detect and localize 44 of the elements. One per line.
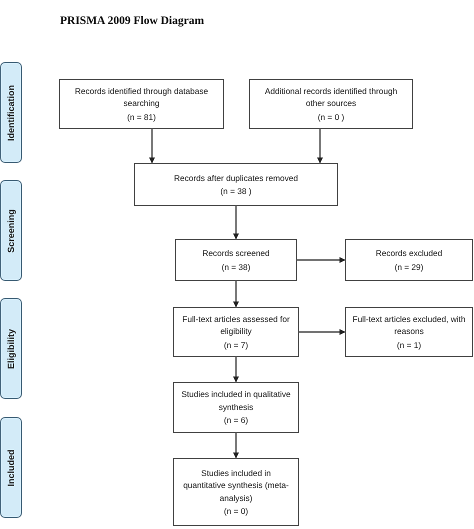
process-box	[173, 307, 299, 357]
box-text: Records after duplicates removed	[174, 172, 298, 184]
arrow	[149, 129, 155, 164]
phase-band	[0, 417, 22, 518]
box-text: Full-text articles excluded, with reasons	[352, 312, 466, 338]
process-box	[175, 239, 297, 281]
diagram-title: PRISMA 2009 Flow Diagram	[60, 15, 204, 27]
process-box	[59, 79, 224, 129]
phase-band	[0, 298, 22, 399]
count-text: (n = 38)	[222, 260, 250, 273]
count-text: (n = 7)	[224, 338, 248, 352]
phase-label: Identification	[6, 84, 16, 140]
box-text: Records excluded	[376, 247, 442, 260]
count-text: (n = 81)	[127, 110, 156, 124]
phase-label: Screening	[6, 208, 16, 252]
box-text: Records screened	[202, 247, 270, 260]
arrow	[233, 433, 239, 458]
box-text: Studies included in qualitative synthesis	[180, 388, 292, 414]
process-box	[345, 239, 473, 281]
box-text: Additional records identified through other sources	[264, 84, 398, 110]
process-box	[345, 307, 473, 357]
process-box	[249, 79, 413, 129]
count-text: (n = 6)	[224, 414, 248, 427]
phase-label: Included	[6, 449, 16, 486]
count-text: (n = 0 )	[318, 110, 344, 124]
process-box	[134, 163, 338, 206]
box-text: Full-text articles assessed for eligibility	[181, 312, 291, 338]
arrow	[297, 257, 346, 263]
box-text: Studies included in quantitative synthesis (meta-analysis)	[182, 466, 290, 504]
count-text: (n = 29)	[394, 260, 424, 273]
arrow	[233, 281, 239, 308]
process-box	[173, 458, 299, 526]
count-text: (n = 0)	[224, 505, 248, 518]
phase-label: Eligibility	[6, 328, 16, 368]
count-text: (n = 1)	[396, 338, 422, 352]
process-box	[173, 382, 299, 433]
phase-band	[0, 62, 22, 163]
count-text: (n = 38 )	[220, 185, 252, 198]
phase-band	[0, 180, 22, 281]
arrow	[233, 357, 239, 382]
arrow	[233, 206, 239, 240]
box-text: Records identified through database searching	[74, 84, 210, 110]
arrow	[317, 129, 323, 164]
arrow	[299, 329, 346, 335]
